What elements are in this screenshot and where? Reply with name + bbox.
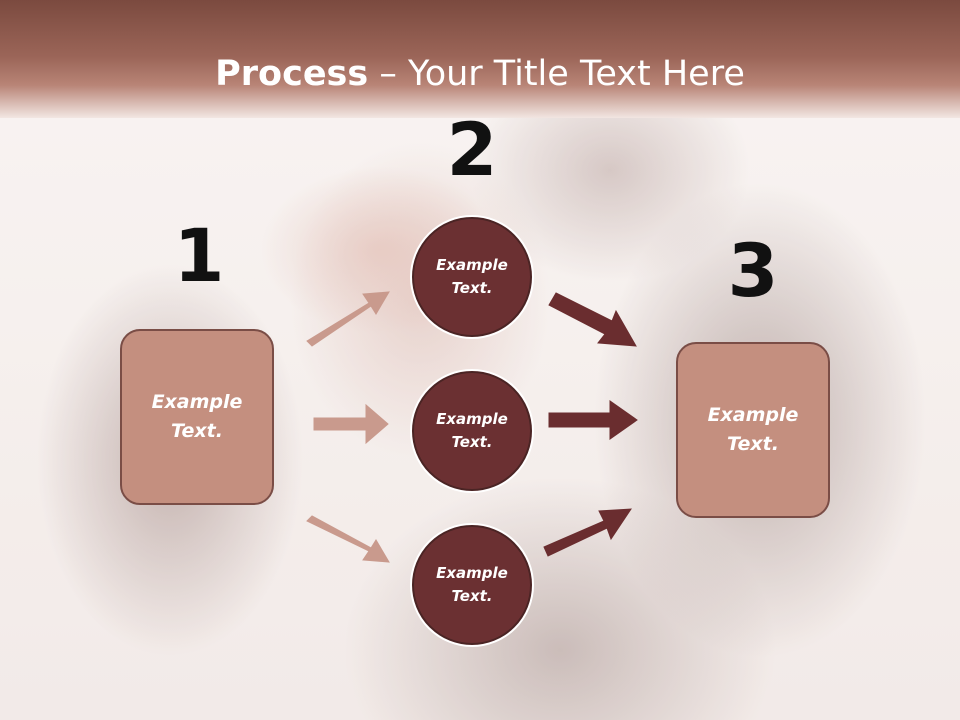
arrow-top-to-right <box>548 292 637 347</box>
right-arrow-group <box>543 292 638 557</box>
step-number-2: 2 <box>446 108 498 193</box>
right-process-box: Example Text. <box>676 342 830 518</box>
arrow-bottom-to-right <box>543 508 632 557</box>
left-process-box: Example Text. <box>120 329 274 505</box>
process-node-middle: Example Text. <box>410 369 534 493</box>
title-bar: Process – Your Title Text Here <box>0 0 960 118</box>
arrow-left-to-bottom <box>306 515 390 563</box>
arrow-middle-to-right <box>548 400 638 440</box>
process-node-bottom: Example Text. <box>410 523 534 647</box>
arrow-left-to-middle <box>313 403 389 445</box>
step-number-1: 1 <box>173 214 225 299</box>
left-arrow-group <box>306 291 390 563</box>
process-node-top: Example Text. <box>410 215 534 339</box>
arrow-left-to-top <box>306 291 390 347</box>
slide-title-bold: Process <box>215 54 369 94</box>
step-number-3: 3 <box>727 229 779 314</box>
slide-title: Process – Your Title Text Here <box>0 52 960 96</box>
slide-title-rest: – Your Title Text Here <box>368 54 745 94</box>
